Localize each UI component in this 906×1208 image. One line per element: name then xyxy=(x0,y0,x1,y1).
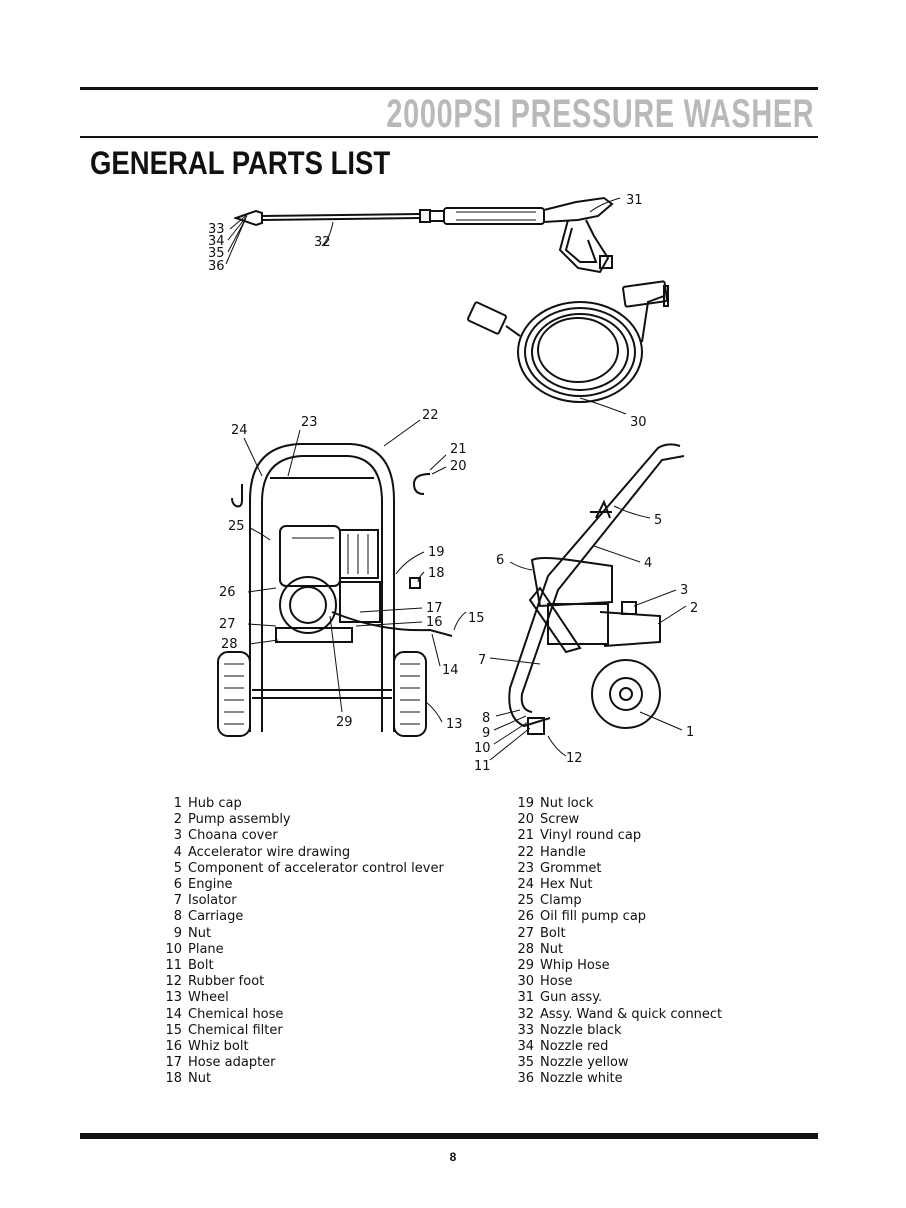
callout-20: 20 xyxy=(450,459,467,474)
callout-18: 18 xyxy=(428,566,445,581)
side-view-illustration xyxy=(508,443,685,735)
callout-26: 26 xyxy=(219,585,236,600)
header-underline xyxy=(80,136,818,138)
callout-36: 36 xyxy=(208,259,225,274)
callout-5: 5 xyxy=(654,513,662,528)
callout-23: 23 xyxy=(301,415,318,430)
callout-16: 16 xyxy=(426,615,443,630)
callout-25: 25 xyxy=(228,519,245,534)
callout-17: 17 xyxy=(426,601,443,616)
callout-22: 22 xyxy=(422,408,439,423)
callout-24: 24 xyxy=(231,423,248,438)
callout-34: 34 xyxy=(208,234,225,249)
callout-7: 7 xyxy=(478,653,486,668)
callout-31: 31 xyxy=(626,193,643,208)
callout-10: 10 xyxy=(474,741,491,756)
callout-33: 33 xyxy=(208,222,225,237)
top-rule xyxy=(80,87,818,90)
callout-11: 11 xyxy=(474,759,491,774)
callout-4: 4 xyxy=(644,556,652,571)
callout-19: 19 xyxy=(428,545,445,560)
front-view-illustration xyxy=(217,443,453,737)
callout-3: 3 xyxy=(680,583,688,598)
callout-2: 2 xyxy=(690,601,698,616)
spray-gun-wand-illustration xyxy=(232,196,614,274)
callout-27: 27 xyxy=(219,617,236,632)
section-title: GENERAL PARTS LIST xyxy=(90,145,391,181)
coiled-hose-illustration xyxy=(467,280,669,403)
callout-14: 14 xyxy=(442,663,459,678)
manual-header-title: 2000PSI PRESSURE WASHER xyxy=(386,92,814,136)
callout-number-labels: 31 32 33 34 35 36 30 22 23 24 21 20 25 1… xyxy=(208,193,698,774)
callout-9: 9 xyxy=(482,726,490,741)
callout-leaders xyxy=(225,197,687,761)
callout-12: 12 xyxy=(566,751,583,766)
callout-29: 29 xyxy=(336,715,353,730)
callout-35: 35 xyxy=(208,246,225,261)
callout-13: 13 xyxy=(446,717,463,732)
exploded-parts-diagram: 31 32 33 34 35 36 30 22 23 24 21 20 25 1… xyxy=(208,193,698,774)
callout-15: 15 xyxy=(468,611,485,626)
callout-1: 1 xyxy=(686,725,694,740)
callout-21: 21 xyxy=(450,442,467,457)
callout-8: 8 xyxy=(482,711,490,726)
page-number: 8 xyxy=(449,1150,457,1164)
callout-30: 30 xyxy=(630,415,647,430)
callout-6: 6 xyxy=(496,553,504,568)
footer-rule xyxy=(80,1133,818,1139)
callout-28: 28 xyxy=(221,637,238,652)
callout-32: 32 xyxy=(314,235,331,250)
